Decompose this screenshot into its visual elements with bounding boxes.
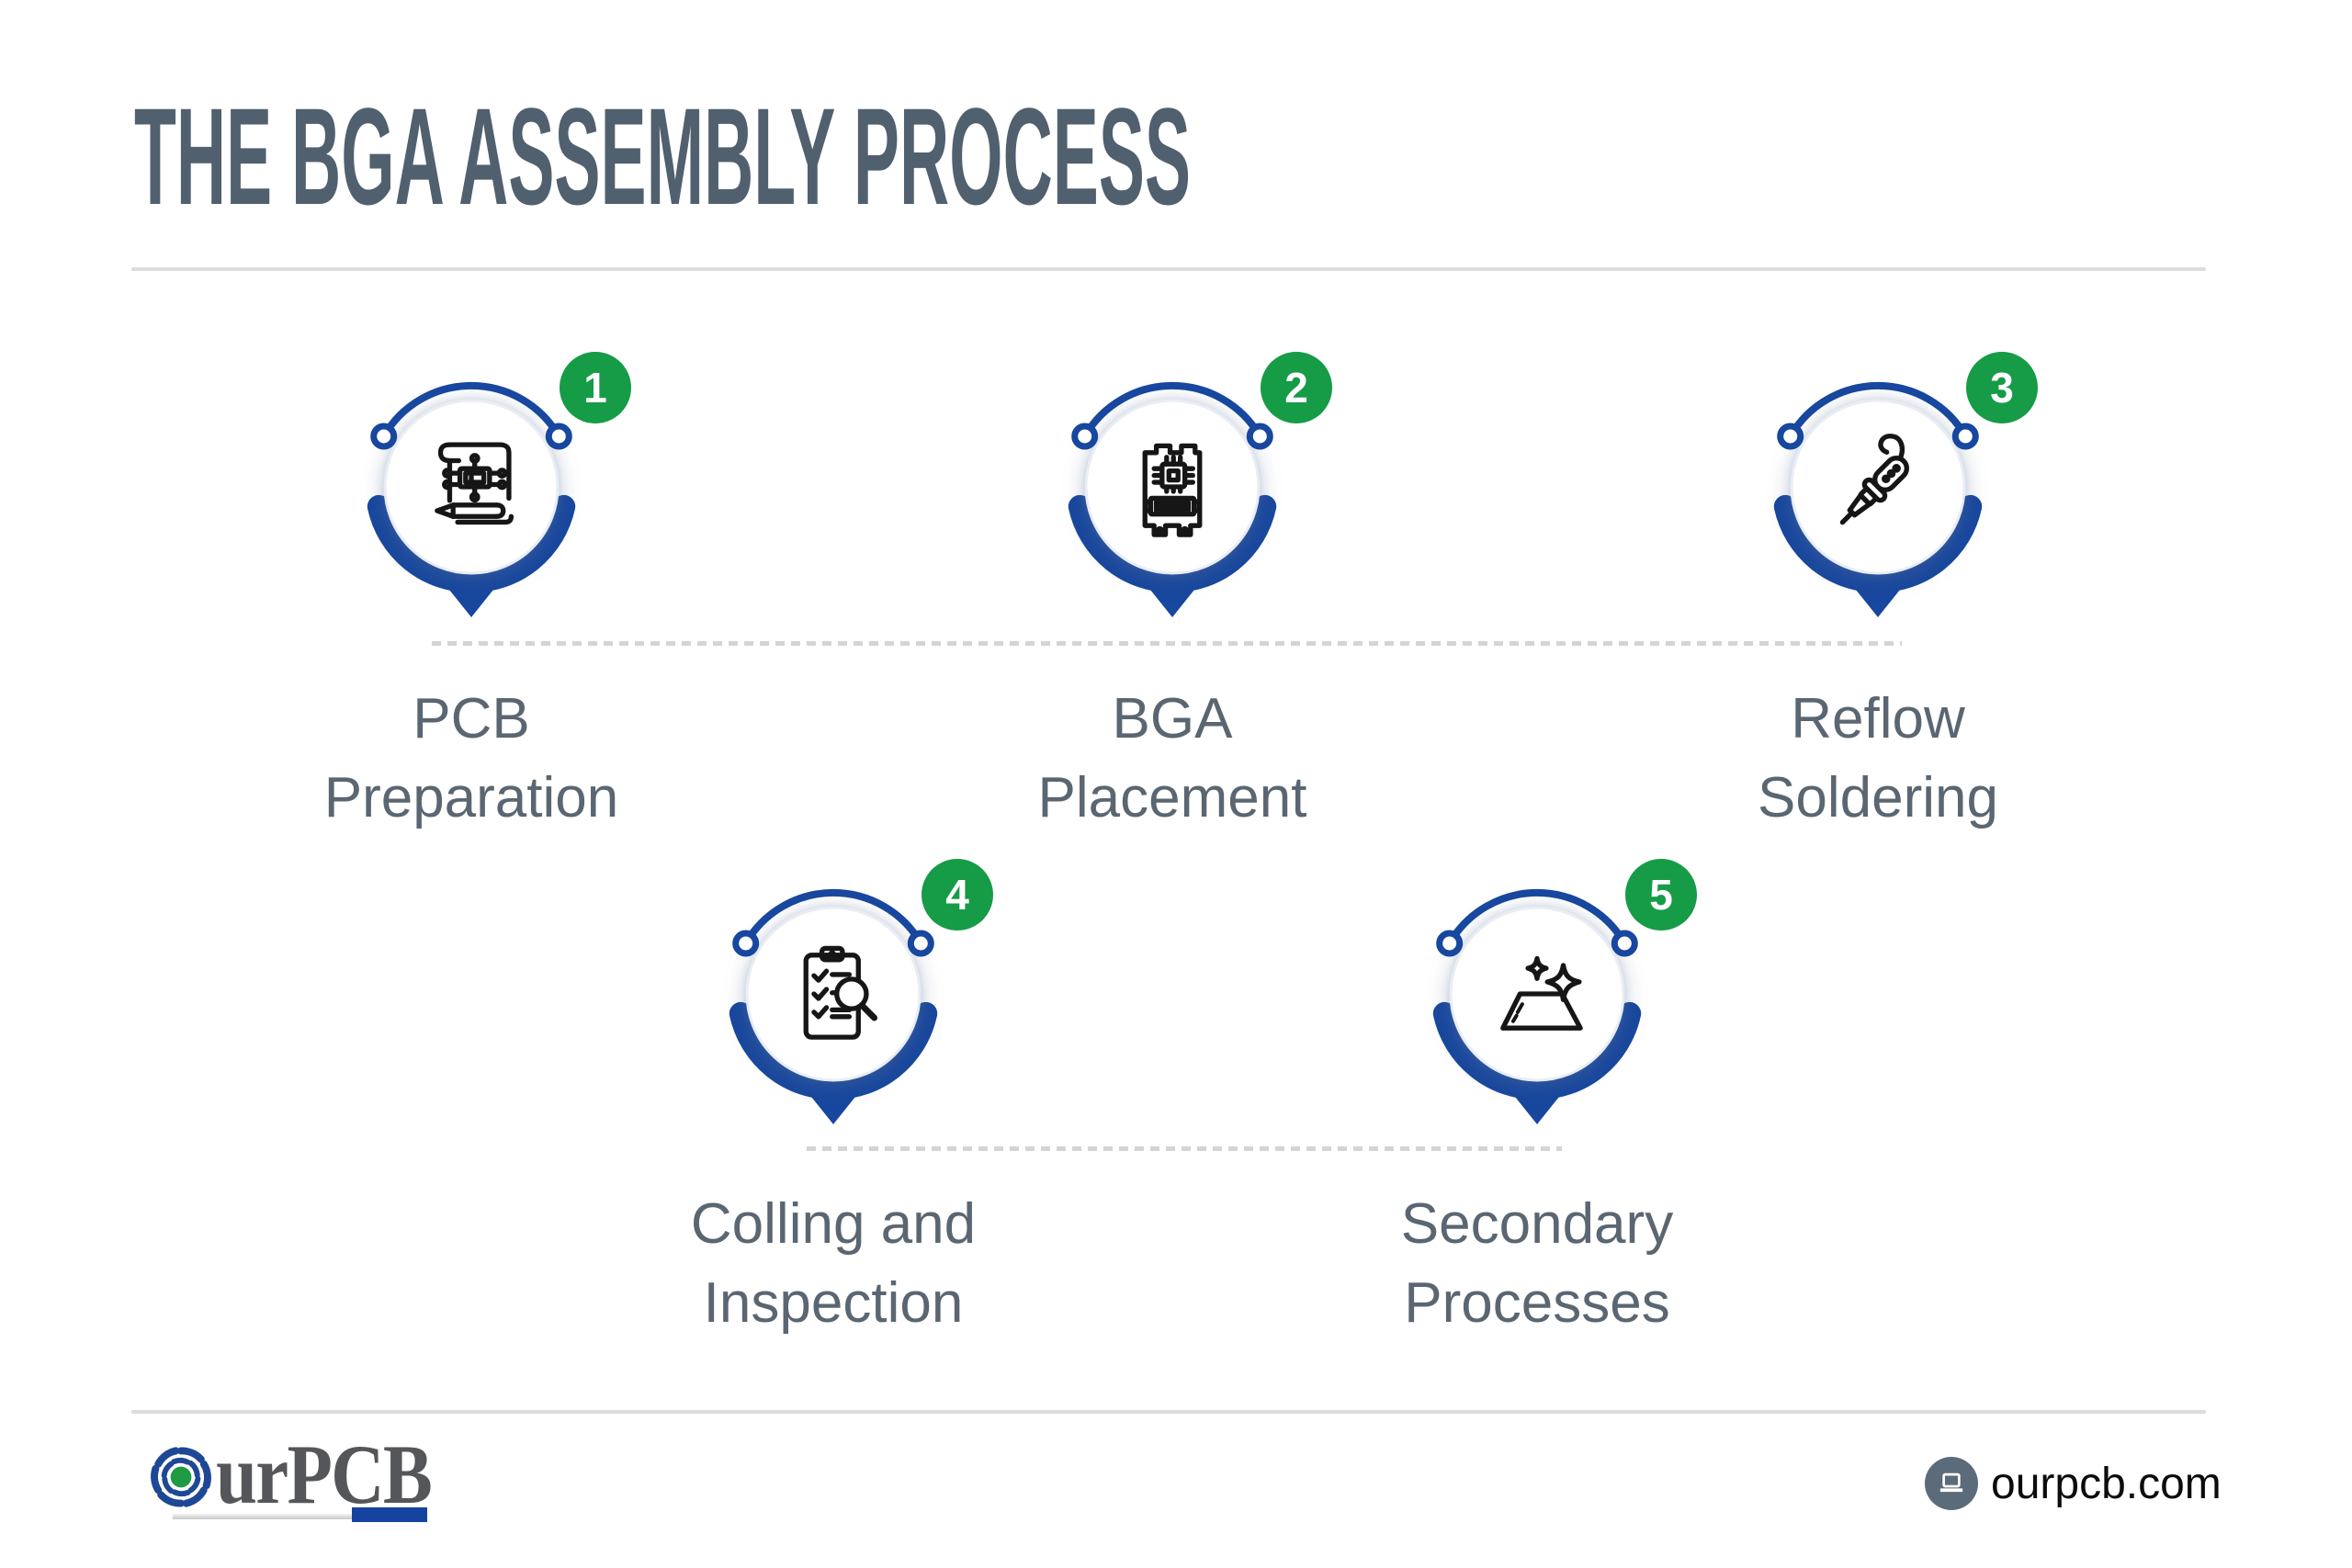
logo-swirl-icon [151,1447,211,1507]
inspection-icon [803,945,878,1040]
step-label-1: PCB Preparation [323,687,619,829]
step-label-3: Reflow Soldering [1758,687,1998,829]
logo-underline-cap [352,1507,427,1522]
logo-underline [173,1514,368,1519]
step-marker-1: 1 [334,352,631,643]
sparkle-clean-icon [1500,955,1583,1031]
blueprint-icon [435,442,514,525]
step-label-4: Colling and Inspection [690,1192,977,1335]
logo-text: urPCB [216,1427,433,1521]
ourpcb-logo: urPCB [142,1427,528,1547]
footer-divider [131,1410,2206,1414]
step-marker-3: 3 [1740,352,2038,643]
step-number-badge: 5 [1625,859,1697,931]
laptop-icon-circle [1925,1457,1978,1510]
website-text: ourpcb.com [1991,1459,2222,1508]
step-marker-2: 2 [1035,352,1332,643]
step-label-2: BGA Placement [1037,687,1307,829]
step-number-badge: 3 [1966,352,2038,423]
step-marker-5: 5 [1399,859,1697,1150]
title-divider [131,267,2206,271]
laptop-icon [1939,1472,1963,1493]
step-label-5: Secondary Processes [1400,1192,1674,1335]
step-number-badge: 4 [922,859,993,931]
step-number-badge: 1 [560,352,631,423]
pcb-chip-icon [1142,443,1203,537]
dashed-connector-row2 [807,1146,1562,1151]
step-marker-4: 4 [695,859,993,1150]
svg-text:THE BGA ASSEMBLY PROCESS: THE BGA ASSEMBLY PROCESS [134,79,1191,233]
soldering-iron-icon [1839,434,1909,525]
page-title: THE BGA ASSEMBLY PROCESS [134,79,1191,233]
step-number-badge: 2 [1261,352,1332,423]
website-badge: ourpcb.com [1925,1456,2222,1511]
dashed-connector-row1 [432,641,1902,646]
